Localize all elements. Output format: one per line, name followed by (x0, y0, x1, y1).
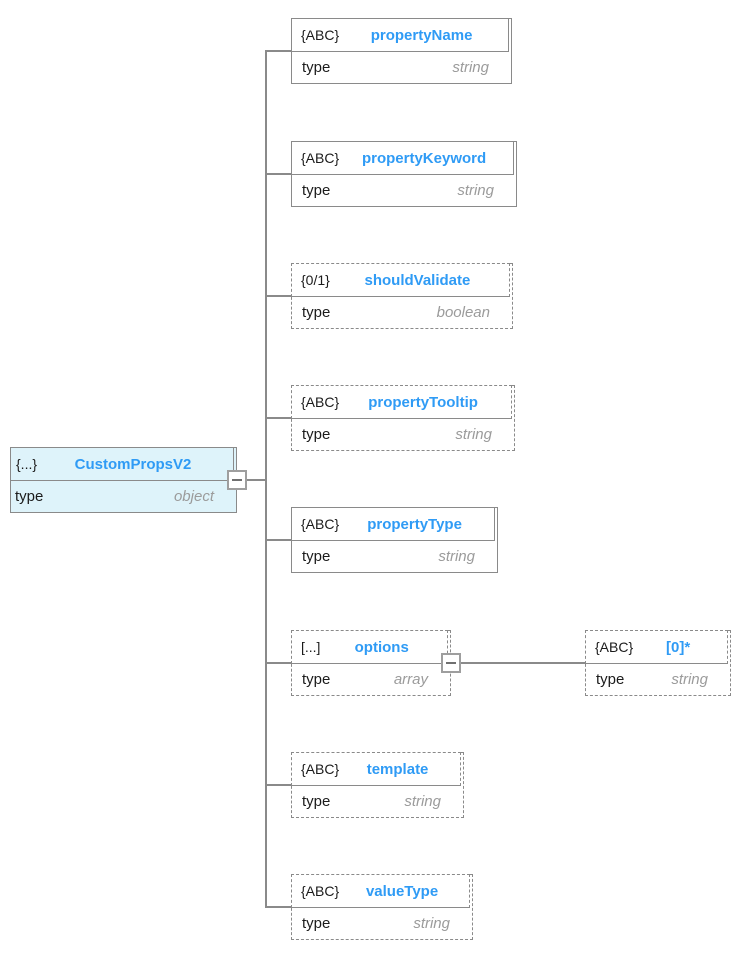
node-options-item[interactable]: {ABC} [0]* type string (585, 630, 731, 696)
connector-stub-propertyTooltip (265, 417, 291, 419)
connector-stub-propertyName (265, 50, 291, 52)
type-row: type string (292, 419, 514, 450)
connector-options-item-link (459, 662, 585, 664)
field-name: [0]* (665, 638, 691, 656)
type-value: string (452, 59, 489, 76)
object-type-icon: {...} (16, 456, 38, 472)
connector-stub-propertyType (265, 539, 291, 541)
type-value: string (404, 793, 441, 810)
connector-stub-options (265, 662, 291, 664)
type-label: type (302, 426, 331, 443)
field-name: CustomPropsV2 (74, 455, 192, 473)
type-row: type object (11, 481, 236, 512)
node-header: {ABC} template (291, 752, 461, 786)
connector-trunk (265, 50, 267, 908)
type-row: type string (292, 786, 463, 817)
type-label: type (15, 488, 44, 505)
node-template[interactable]: {ABC} template type string (291, 752, 464, 818)
type-label: type (302, 182, 331, 199)
type-row: type string (292, 52, 511, 83)
node-propertyTooltip[interactable]: {ABC} propertyTooltip type string (291, 385, 515, 451)
type-label: type (302, 548, 331, 565)
node-header: [...] options (291, 630, 448, 664)
field-name: template (366, 760, 429, 778)
string-type-icon: {ABC} (301, 27, 340, 43)
connector-stub-valueType (265, 906, 291, 908)
connector-stub-shouldValidate (265, 295, 291, 297)
type-label: type (302, 59, 331, 76)
type-label: type (302, 304, 331, 321)
boolean-type-icon: {0/1} (301, 272, 330, 288)
minus-icon (446, 662, 456, 664)
type-value: string (457, 182, 494, 199)
collapse-button-customPropsV2[interactable] (227, 470, 247, 490)
node-valueType[interactable]: {ABC} valueType type string (291, 874, 473, 940)
node-header: {0/1} shouldValidate (291, 263, 510, 297)
type-value: boolean (436, 304, 490, 321)
type-row: type array (292, 664, 450, 695)
connector-root-link (246, 479, 266, 481)
type-row: type string (292, 175, 516, 206)
connector-stub-propertyKeyword (265, 173, 291, 175)
node-propertyName[interactable]: {ABC} propertyName type string (291, 18, 512, 84)
type-value: string (438, 548, 475, 565)
type-value: string (455, 426, 492, 443)
field-name: propertyKeyword (361, 149, 487, 167)
minus-icon (232, 479, 242, 481)
field-name: options (354, 638, 409, 656)
type-label: type (302, 671, 331, 688)
node-propertyKeyword[interactable]: {ABC} propertyKeyword type string (291, 141, 517, 207)
string-type-icon: {ABC} (301, 516, 340, 532)
field-name: shouldValidate (364, 271, 471, 289)
node-customPropsV2[interactable]: {...} CustomPropsV2 type object (10, 447, 237, 513)
node-header: {ABC} valueType (291, 874, 470, 908)
type-value: array (393, 671, 428, 688)
type-label: type (596, 671, 625, 688)
array-type-icon: [...] (301, 639, 321, 655)
string-type-icon: {ABC} (301, 150, 340, 166)
field-name: valueType (365, 882, 439, 900)
string-type-icon: {ABC} (301, 761, 340, 777)
type-label: type (302, 793, 331, 810)
string-type-icon: {ABC} (595, 639, 634, 655)
node-header: {ABC} propertyName (291, 18, 509, 52)
node-header: {ABC} [0]* (585, 630, 728, 664)
node-header: {ABC} propertyType (291, 507, 495, 541)
node-propertyType[interactable]: {ABC} propertyType type string (291, 507, 498, 573)
connector-stub-template (265, 784, 291, 786)
node-header: {...} CustomPropsV2 (10, 447, 234, 481)
type-label: type (302, 915, 331, 932)
string-type-icon: {ABC} (301, 394, 340, 410)
field-name: propertyTooltip (368, 393, 478, 411)
field-name: propertyName (370, 26, 473, 44)
type-row: type string (586, 664, 730, 695)
node-options[interactable]: [...] options type array (291, 630, 451, 696)
string-type-icon: {ABC} (301, 883, 340, 899)
type-row: type string (292, 541, 497, 572)
type-value: string (671, 671, 708, 688)
collapse-button-options[interactable] (441, 653, 461, 673)
type-row: type boolean (292, 297, 512, 328)
type-value: string (413, 915, 450, 932)
node-header: {ABC} propertyTooltip (291, 385, 512, 419)
type-value: object (173, 488, 214, 505)
type-row: type string (292, 908, 472, 939)
field-name: propertyType (367, 515, 462, 533)
node-shouldValidate[interactable]: {0/1} shouldValidate type boolean (291, 263, 513, 329)
node-header: {ABC} propertyKeyword (291, 141, 514, 175)
